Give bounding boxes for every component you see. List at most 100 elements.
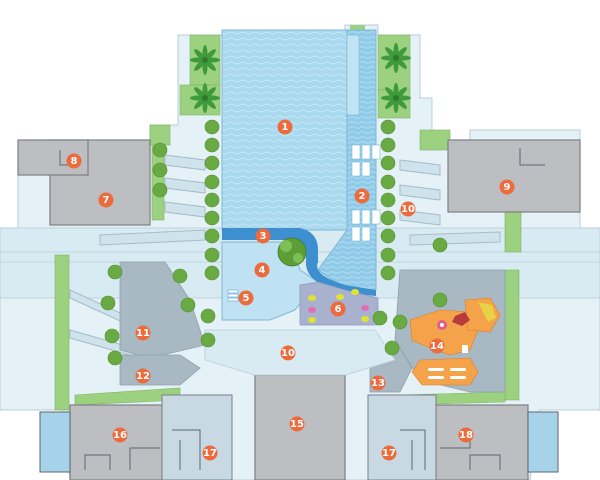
marker-label: 17 — [382, 448, 396, 459]
marker-circle — [289, 416, 305, 432]
tree — [204, 210, 220, 226]
building-8 — [17, 139, 89, 176]
marker-circle — [135, 325, 151, 341]
ramps — [69, 154, 501, 359]
stair-core-left — [39, 411, 71, 473]
stair-core-right — [527, 411, 559, 473]
lobby-17-right — [367, 394, 437, 480]
tree — [204, 155, 220, 171]
marker-circle — [354, 188, 370, 204]
marker-15: 15 — [289, 416, 305, 432]
tree — [380, 247, 396, 263]
marker-circle — [112, 427, 128, 443]
marker-10: 10 — [400, 201, 416, 217]
marker-circle — [66, 153, 82, 169]
marker-circle — [381, 445, 397, 461]
garden-strip-left — [54, 254, 70, 411]
trees — [100, 119, 448, 366]
seating-dots — [308, 289, 369, 323]
marker-label: 10 — [281, 348, 295, 359]
tree — [380, 192, 396, 208]
tree — [152, 162, 168, 178]
tree — [107, 350, 123, 366]
palm-tree — [190, 45, 220, 75]
marker-label: 17 — [203, 448, 217, 459]
marker-circle — [277, 119, 293, 135]
pool-channel — [346, 34, 360, 116]
tree — [432, 292, 448, 308]
marker-12: 12 — [135, 368, 151, 384]
palm-trees — [190, 43, 411, 113]
lobby-17-left — [161, 394, 233, 480]
marker-label: 7 — [103, 195, 110, 206]
marker-13: 13 — [370, 375, 386, 391]
tree — [380, 137, 396, 153]
marker-circle — [135, 368, 151, 384]
marker-circle — [254, 262, 270, 278]
tree — [380, 228, 396, 244]
palm-tree — [381, 83, 411, 113]
marker-label: 4 — [259, 265, 266, 276]
marker-label: 11 — [136, 328, 150, 339]
tree — [204, 228, 220, 244]
tree — [380, 265, 396, 281]
tree — [200, 308, 216, 324]
tree — [172, 268, 188, 284]
marker-circle — [238, 290, 254, 306]
garden-right-small — [350, 25, 365, 33]
tree — [380, 119, 396, 135]
marker-9: 9 — [499, 179, 515, 195]
marker-2: 2 — [354, 188, 370, 204]
tree — [204, 247, 220, 263]
tree — [204, 265, 220, 281]
marker-circle — [98, 192, 114, 208]
garden-block-upper-left — [149, 124, 171, 146]
marker-label: 9 — [504, 182, 511, 193]
marker-label: 2 — [359, 191, 366, 202]
marker-label: 5 — [243, 293, 250, 304]
marker-label: 14 — [430, 341, 444, 352]
marker-7: 7 — [98, 192, 114, 208]
marker-3: 3 — [255, 228, 271, 244]
tree — [204, 192, 220, 208]
marker-17: 17 — [202, 445, 218, 461]
marker-label: 3 — [260, 231, 267, 242]
tree — [200, 332, 216, 348]
tree — [204, 137, 220, 153]
tree — [152, 182, 168, 198]
marker-4: 4 — [254, 262, 270, 278]
marker-5: 5 — [238, 290, 254, 306]
marker-circle — [458, 427, 474, 443]
marker-1: 1 — [277, 119, 293, 135]
tree — [432, 237, 448, 253]
marker-17: 17 — [381, 445, 397, 461]
garden-block-upper-right — [419, 129, 451, 151]
tree — [104, 328, 120, 344]
marker-circle — [429, 338, 445, 354]
central-plaza — [204, 329, 396, 376]
marker-18: 18 — [458, 427, 474, 443]
tree — [100, 295, 116, 311]
marker-label: 16 — [113, 430, 127, 441]
tree — [380, 155, 396, 171]
garden-strip-right — [504, 269, 520, 401]
building-16 — [69, 404, 163, 480]
tree — [380, 210, 396, 226]
tree — [204, 174, 220, 190]
marker-6: 6 — [330, 301, 346, 317]
marker-8: 8 — [66, 153, 82, 169]
marker-label: 1 — [282, 122, 289, 133]
marker-circle — [255, 228, 271, 244]
tree — [392, 314, 408, 330]
marker-10: 10 — [280, 345, 296, 361]
building-9 — [447, 139, 581, 213]
marker-label: 12 — [136, 371, 150, 382]
pool-loungers — [351, 144, 381, 242]
pool-edge-curve — [222, 228, 376, 296]
marker-circle — [330, 301, 346, 317]
marker-label: 8 — [71, 156, 78, 167]
marker-label: 18 — [459, 430, 473, 441]
garden-block-right — [504, 211, 522, 253]
